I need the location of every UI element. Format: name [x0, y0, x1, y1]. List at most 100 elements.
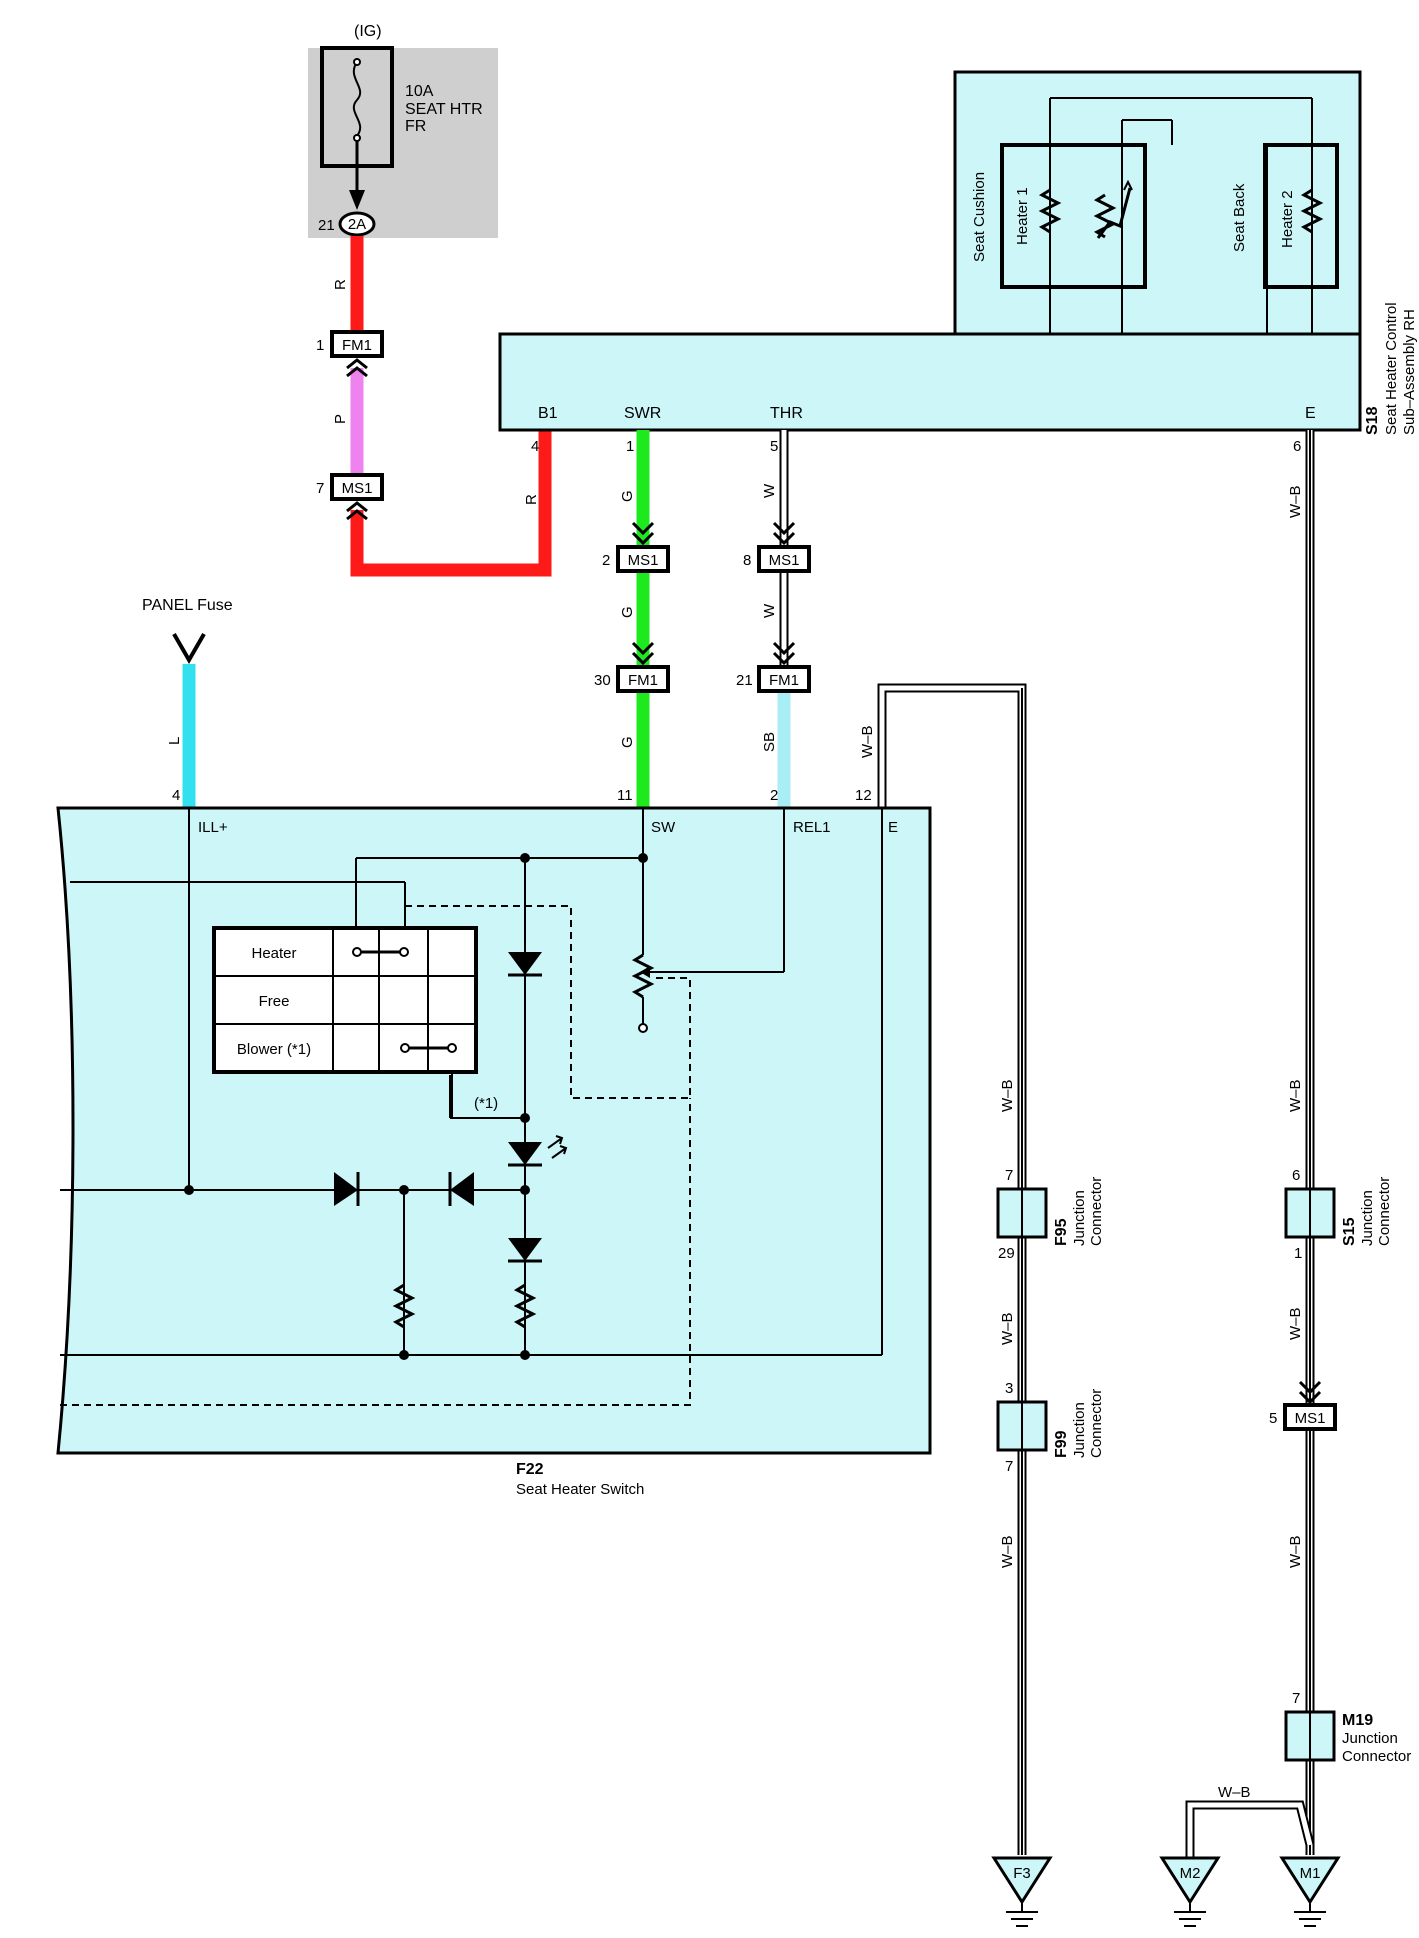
- connector-label: FM1: [628, 672, 658, 689]
- wire-label-wb-f2: W–B: [999, 1312, 1016, 1345]
- junction-m19: 7 M19 Junction Connector: [1284, 1690, 1411, 1765]
- ground-f3: F3: [991, 1856, 1053, 1927]
- junction-id: F95: [1053, 1218, 1070, 1246]
- terminal-e: E: [1305, 405, 1316, 422]
- connector-pin: 30: [594, 672, 611, 689]
- wire-label-wb-s1: W–B: [1287, 485, 1304, 518]
- terminal-ill: ILL+: [198, 819, 228, 836]
- pin-e: 6: [1293, 438, 1301, 455]
- wire-label-g3: G: [619, 736, 636, 748]
- ground-label: M2: [1180, 1865, 1201, 1882]
- connector-fm1-pin1: FM1 1: [316, 330, 384, 378]
- pin-rel1: 2: [770, 787, 778, 804]
- s18-name-2: Sub–Assembly RH: [1401, 309, 1418, 435]
- junction-id: S15: [1341, 1217, 1358, 1246]
- junction-name: Junction: [1342, 1730, 1398, 1747]
- wire-label-wb-s3: W–B: [1287, 1307, 1304, 1340]
- wire-label-r-bottom: R: [523, 494, 540, 505]
- fuse-rating: 10A: [405, 83, 434, 100]
- connector-pin: 1: [316, 337, 324, 354]
- junction-pin-top: 7: [1292, 1690, 1300, 1707]
- heater1-label: Heater 1: [1014, 187, 1031, 245]
- wire-label-sb: SB: [761, 732, 778, 752]
- connector-fm1-pin30: FM1 30: [594, 665, 670, 693]
- wire-wb-f22-e-to-f3: W–B W–B W–B W–B: [859, 683, 1027, 1855]
- mode-heater-label: Heater: [251, 945, 296, 962]
- terminal-rel1: REL1: [793, 819, 831, 836]
- heater2-label: Heater 2: [1279, 190, 1296, 248]
- seat-heater-control-s18: Seat Cushion Heater 1 Seat Back Heater 2…: [498, 70, 1418, 455]
- connector-label: MS1: [342, 480, 373, 497]
- seat-cushion-label: Seat Cushion: [971, 172, 988, 262]
- junction-name-2: Connector: [1376, 1177, 1393, 1246]
- wire-label-wb-f1: W–B: [999, 1079, 1016, 1112]
- connector-pin: 7: [316, 480, 324, 497]
- junction-f95: 7 29 F95 Junction Connector: [996, 1167, 1105, 1262]
- connector-pin: 5: [1269, 1410, 1277, 1427]
- connector-label: MS1: [628, 552, 659, 569]
- mode-switch-table: Heater Free Blower (*1): [212, 926, 478, 1074]
- wire-label-p: P: [332, 414, 349, 424]
- fuse-connector-pin: 21: [318, 217, 335, 234]
- junction-name: Junction: [1071, 1402, 1088, 1458]
- wire-label-wb-e: W–B: [859, 725, 876, 758]
- connector-pin: 2: [602, 552, 610, 569]
- junction-pin-top: 3: [1005, 1380, 1013, 1397]
- wire-label-wb-m2: W–B: [1218, 1784, 1251, 1801]
- junction-f99: 3 7 F99 Junction Connector: [996, 1380, 1105, 1475]
- ground-label: M1: [1300, 1865, 1321, 1882]
- pin-b1: 4: [531, 438, 539, 455]
- connector-pin: 21: [736, 672, 753, 689]
- connector-pin: 8: [743, 552, 751, 569]
- wire-r-fuse-to-b1: R P R: [332, 236, 552, 577]
- note-star1: (*1): [474, 1095, 498, 1112]
- junction-pin-bottom: 29: [998, 1245, 1015, 1262]
- terminal-e: E: [888, 819, 898, 836]
- pin-ill: 4: [172, 787, 180, 804]
- terminal-b1: B1: [538, 405, 558, 422]
- wire-label-g2: G: [619, 606, 636, 618]
- wire-wb-s18-e-to-m1: W–B W–B W–B W–B: [1287, 430, 1322, 1855]
- pin-sw: 11: [617, 787, 633, 804]
- connector-ms1-pin8: MS1 8: [743, 545, 811, 573]
- pin-swr: 1: [626, 438, 634, 455]
- ig-label: (IG): [354, 23, 382, 40]
- pin-thr: 5: [770, 438, 778, 455]
- wire-w-thr-to-rel1: W W SB: [761, 430, 796, 808]
- s18-id: S18: [1364, 406, 1381, 435]
- junction-pin-bottom: 1: [1294, 1245, 1302, 1262]
- junction-pin-top: 6: [1292, 1167, 1300, 1184]
- wire-l-panel-to-ill: PANEL Fuse L: [142, 597, 233, 808]
- connector-ms1-pin2: MS1 2: [602, 545, 670, 573]
- ground-m1: M1: [1279, 1856, 1341, 1927]
- fuse-name-2: FR: [405, 118, 426, 135]
- s18-name: Seat Heater Control: [1383, 302, 1400, 435]
- junction-name: Junction: [1359, 1190, 1376, 1246]
- wire-g-swr-to-sw: G G G: [619, 430, 655, 808]
- terminal-sw: SW: [651, 819, 676, 836]
- wire-label-g1: G: [619, 490, 636, 502]
- fuse-name: SEAT HTR: [405, 101, 483, 118]
- wire-label-w1: W: [761, 483, 778, 498]
- f22-id: F22: [516, 1461, 544, 1478]
- wire-wb-m2-branch: W–B: [1185, 1784, 1315, 1858]
- junction-s15: 6 1 S15 Junction Connector: [1284, 1167, 1393, 1262]
- junction-pin-top: 7: [1005, 1167, 1013, 1184]
- wire-label-l: L: [166, 737, 183, 745]
- wire-label-wb-s4: W–B: [1287, 1535, 1304, 1568]
- mode-free-label: Free: [259, 993, 290, 1010]
- connector-ms1-pin5: MS1 5: [1269, 1403, 1337, 1431]
- ground-label: F3: [1013, 1865, 1031, 1882]
- junction-id: M19: [1342, 1712, 1373, 1729]
- junction-id: F99: [1053, 1430, 1070, 1458]
- junction-name-2: Connector: [1342, 1748, 1411, 1765]
- fuse-seat-htr-fr: (IG) 10A SEAT HTR FR 2A 21: [308, 23, 498, 238]
- fuse-connector-id: 2A: [348, 216, 366, 233]
- seat-heater-switch-f22: ILL+ SW REL1 E 4 11 2 12: [56, 787, 932, 1498]
- wire-label-r-top: R: [332, 279, 349, 290]
- connector-ms1-pin7: MS1 7: [316, 473, 384, 521]
- connector-label: FM1: [342, 337, 372, 354]
- connector-label: MS1: [1295, 1410, 1326, 1427]
- wire-label-wb-f3: W–B: [999, 1535, 1016, 1568]
